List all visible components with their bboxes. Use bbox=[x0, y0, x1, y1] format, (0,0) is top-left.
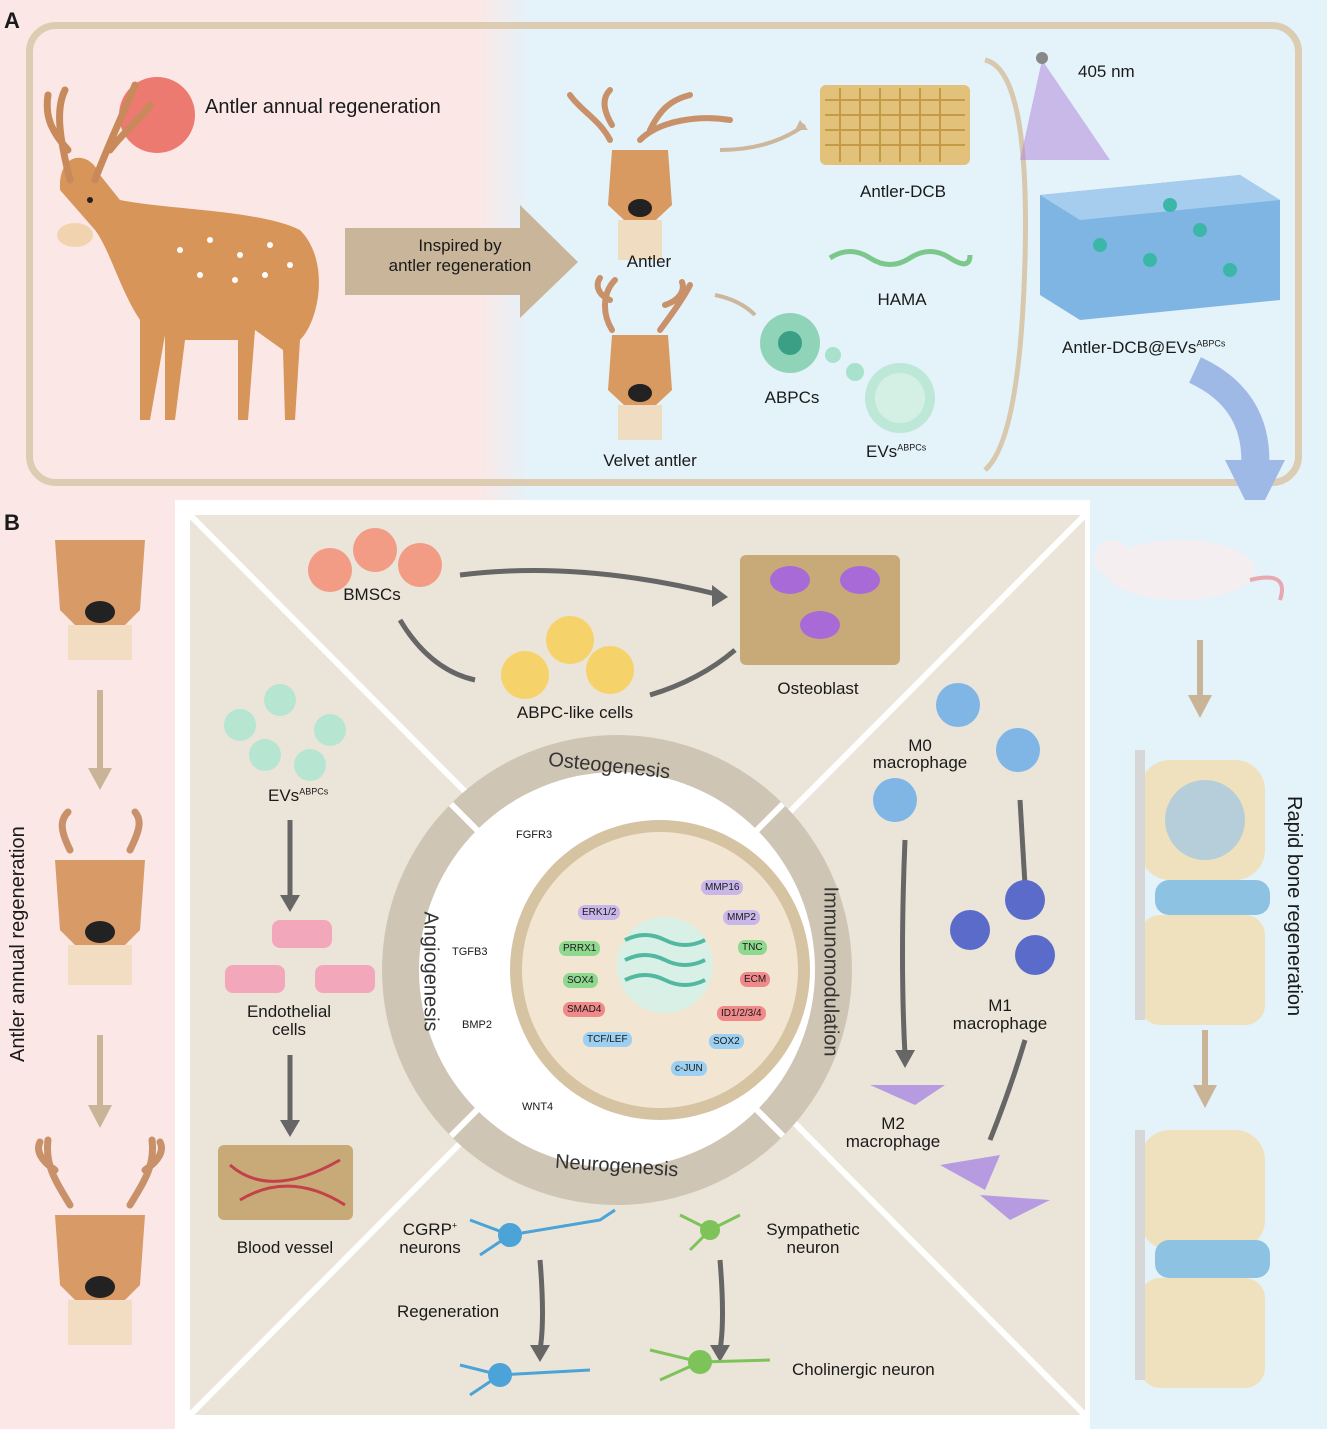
evs-label-base: EVs bbox=[866, 442, 898, 461]
evs-label-sup: ABPCs bbox=[897, 442, 927, 453]
bmp2-label: BMP2 bbox=[462, 1019, 492, 1031]
endothelial-cell-icon bbox=[272, 920, 332, 948]
arrow-to-abpcs bbox=[714, 293, 757, 317]
regeneration-sun-icon bbox=[119, 77, 195, 153]
tnc-node: TNC bbox=[738, 940, 767, 955]
panel-b-letter: B bbox=[4, 510, 20, 535]
blood-vessel-icon bbox=[218, 1145, 353, 1220]
bmsc-cell-icon bbox=[308, 548, 352, 592]
composite-label-sup: ABPCs bbox=[1196, 338, 1226, 349]
m1-label: M1 bbox=[988, 996, 1012, 1015]
osteoblast-label: Osteoblast bbox=[777, 679, 859, 698]
id-node: ID1/2/3/4 bbox=[717, 1006, 766, 1021]
wavelength-label: 405 nm bbox=[1078, 62, 1135, 81]
regeneration-label: Regeneration bbox=[396, 1302, 500, 1321]
knee-joint-healed-icon bbox=[1135, 1130, 1270, 1388]
hama-label: HAMA bbox=[877, 290, 927, 309]
cgrp-base: CGRP bbox=[402, 1220, 452, 1239]
antler-dcb-scaffold-icon bbox=[820, 85, 970, 165]
sympathetic-label: Sympathetic bbox=[766, 1220, 860, 1239]
smad4-node: SMAD4 bbox=[563, 1002, 606, 1017]
velvet-antler-label: Velvet antler bbox=[603, 451, 697, 470]
arrow-to-dcb bbox=[719, 123, 807, 152]
osteoblast-scaffold-icon bbox=[740, 555, 900, 665]
cgrp-sup: + bbox=[451, 1220, 458, 1231]
erk-node: ERK1/2 bbox=[578, 905, 621, 920]
sox2-node: SOX2 bbox=[709, 1034, 744, 1049]
brace-connector bbox=[983, 57, 1028, 472]
mmp16-node: MMP16 bbox=[701, 880, 744, 895]
evs-b-label: EVsABPCs bbox=[268, 786, 328, 806]
m0-macrophage-icon bbox=[936, 683, 980, 727]
panel-b-illustration bbox=[35, 512, 1284, 1418]
ecm-node: ECM bbox=[740, 972, 771, 987]
m1-label-2: macrophage bbox=[952, 1014, 1048, 1033]
cgrp-label-2: neurons bbox=[399, 1238, 461, 1257]
antlered-deer-head-icon bbox=[35, 1136, 165, 1345]
antler-regeneration-label: Antler annual regeneration bbox=[205, 96, 441, 118]
abpcs-label: ABPCs bbox=[764, 388, 820, 407]
deer-head-icon bbox=[55, 540, 145, 660]
m0-label: M0 bbox=[908, 736, 932, 755]
velvet-antler-deer-head-icon bbox=[594, 275, 693, 440]
m0-label-2: macrophage bbox=[872, 753, 968, 772]
composite-hydrogel-icon bbox=[1040, 175, 1280, 320]
evs-label: EVsABPCs bbox=[866, 442, 926, 462]
m2-label: M2 bbox=[881, 1114, 905, 1133]
right-vertical-label: Rapid bone regeneration bbox=[1283, 796, 1305, 1017]
endothelial-label: Endothelial bbox=[246, 1002, 332, 1021]
antler-dcb-label: Antler-DCB bbox=[860, 182, 946, 201]
fgfr3-label: FGFR3 bbox=[516, 829, 553, 841]
abpc-like-label: ABPC-like cells bbox=[516, 703, 634, 722]
cgrp-label: CGRP+ bbox=[403, 1220, 457, 1240]
left-vertical-label: Antler annual regeneration bbox=[7, 826, 29, 1062]
rat-icon bbox=[1094, 540, 1284, 601]
tgfb3-label: TGFB3 bbox=[452, 946, 488, 958]
prrx1-node: PRRX1 bbox=[559, 941, 601, 956]
abpc-like-cell-icon bbox=[501, 651, 549, 699]
composite-label-base: Antler-DCB@EVs bbox=[1062, 338, 1197, 357]
velvet-deer-head-icon bbox=[55, 808, 145, 985]
inspired-arrow bbox=[345, 205, 578, 318]
m2-macrophage-icon bbox=[870, 1085, 945, 1105]
inspired-line1: Inspired by bbox=[418, 236, 502, 255]
tcf-node: TCF/LEF bbox=[583, 1032, 632, 1047]
panel-a-illustration bbox=[43, 52, 1285, 500]
endothelial-label-2: cells bbox=[271, 1020, 307, 1039]
panel-a-frame bbox=[26, 22, 1302, 486]
m1-macrophage-icon bbox=[1005, 880, 1045, 920]
bmscs-label: BMSCs bbox=[343, 585, 401, 604]
nucleus-icon bbox=[617, 917, 713, 1013]
m2-label-2: macrophage bbox=[845, 1132, 941, 1151]
composite-label: Antler-DCB@EVsABPCs bbox=[1062, 338, 1225, 358]
sympathetic-label-2: neuron bbox=[786, 1238, 840, 1257]
angiogenesis-title: Angiogenesis bbox=[419, 911, 442, 1032]
cjun-node: c-JUN bbox=[671, 1061, 707, 1076]
uv-light-beam-icon bbox=[1020, 60, 1110, 160]
evs-b-base: EVs bbox=[268, 786, 300, 805]
antler-label: Antler bbox=[626, 252, 672, 271]
knee-joint-treated-icon bbox=[1135, 750, 1270, 1025]
evs-b-sup: ABPCs bbox=[299, 786, 329, 797]
panel-a-letter: A bbox=[4, 8, 20, 33]
immunomodulation-title: Immunomodulation bbox=[819, 886, 842, 1057]
ev-particle-icon bbox=[224, 709, 256, 741]
wnt4-label: WNT4 bbox=[522, 1101, 554, 1113]
sika-deer-icon bbox=[43, 81, 319, 420]
antler-deer-head-icon bbox=[567, 87, 733, 260]
hama-strand-icon bbox=[828, 249, 973, 267]
blood-vessel-label: Blood vessel bbox=[236, 1238, 334, 1257]
cholinergic-label: Cholinergic neuron bbox=[792, 1360, 935, 1379]
inspired-line2: antler regeneration bbox=[388, 256, 532, 275]
sox4-node: SOX4 bbox=[563, 973, 598, 988]
mmp2-node: MMP2 bbox=[723, 910, 760, 925]
blue-curved-arrow bbox=[1188, 357, 1270, 471]
inspired-arrow-text: Inspired by antler regeneration bbox=[370, 236, 550, 276]
